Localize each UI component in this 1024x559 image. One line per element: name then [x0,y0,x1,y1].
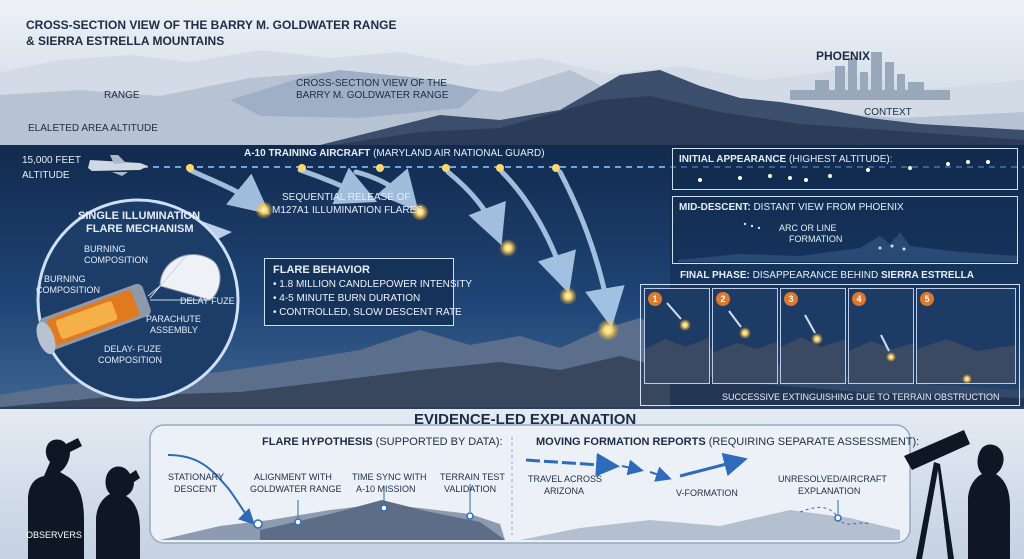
arc-formation-line2: FORMATION [789,234,843,244]
final-number-4: 4 [852,292,866,306]
hyp-item-4-line2: VALIDATION [444,484,497,494]
initial-rest: (HIGHEST ALTITUDE): [786,154,893,165]
final-number-3: 3 [784,292,798,306]
aircraft-label: A-10 TRAINING AIRCRAFT (MARYLAND AIR NAT… [244,148,545,159]
hyp-rest: (SUPPORTED BY DATA): [372,436,503,448]
mid-descent-panel: MID-DESCENT: DISTANT VIEW FROM PHOENIX A… [672,196,1018,264]
inner-title-line2: BARRY M. GOLDWATER RANGE [296,90,449,101]
final-bold: FINAL PHASE: [680,270,750,281]
mechanism-title-line1: SINGLE ILLUMINATION [78,210,201,222]
final-panel-2: 2 [712,288,778,384]
hyp-item-3-line2: A-10 MISSION [356,484,416,494]
aircraft-label-bold: A-10 TRAINING AIRCRAFT [244,148,371,159]
arc-formation-line1: ARC OR LINE [779,223,837,233]
mech-burning2-line2: COMPOSITION [36,285,101,295]
inner-title-line1: CROSS-SECTION VIEW OF THE [296,78,447,89]
final-panel-5: 5 [916,288,1016,384]
evidence-title: EVIDENCE-LED EXPLANATION [414,411,637,428]
final-number-2: 2 [716,292,730,306]
telescope-observer-silhouette [904,430,1010,559]
hyp-bold: FLARE HYPOTHESIS [262,436,373,448]
final-phase-label: FINAL PHASE: DISAPPEARANCE BEHIND SIERRA… [680,270,974,281]
mechanism-title-line2: FLARE MECHANISM [86,223,194,235]
hyp-item-3-line1: TIME SYNC WITH [352,472,427,482]
mid-bold: MID-DESCENT: [679,202,751,213]
final-rest: DISAPPEARANCE BEHIND [749,270,881,281]
travel-line2: ARIZONA [544,486,585,496]
mech-delay-comp-line1: DELAY- FUZE [104,344,162,354]
hypothesis-header: FLARE HYPOTHESIS (SUPPORTED BY DATA): [262,436,503,448]
main-title-line1: CROSS-SECTION VIEW OF THE BARRY M. GOLDW… [26,18,397,32]
extinguish-caption: SUCCESSIVE EXTINGUISHING DUE TO TERRAIN … [722,392,1000,402]
flare-behavior-title: FLARE BEHAVIOR [273,264,370,276]
hyp-item-1-line2: DESCENT [174,484,218,494]
phoenix-label: PHOENIX [816,49,871,63]
initial-appearance-panel: INITIAL APPEARANCE (HIGHEST ALTITUDE): [672,148,1018,190]
mech-burning1-line1: BURNING [84,244,126,254]
hyp-item-2-line1: ALIGNMENT WITH [254,472,332,482]
hyp-item-2-line2: GOLDWATER RANGE [250,484,342,494]
range-label: RANGE [104,90,140,101]
final-phase-frame [640,284,1020,406]
final-bold2: SIERRA ESTRELLA [880,270,974,281]
observers-label: OBSERVERS [26,530,82,540]
release-line1: SEQUENTIAL RELEASE OF [282,192,411,203]
a10-aircraft-icon [88,155,148,176]
context-label: CONTEXT [864,107,912,118]
parachute-illustration [147,254,221,301]
behavior-item-2: • 4-5 MINUTE BURN DURATION [273,293,421,304]
hyp-item-1-line1: STATIONARY [168,472,225,482]
final-number-5: 5 [920,292,934,306]
unresolved-line1: UNRESOLVED/AIRCRAFT [778,474,887,484]
mid-rest: DISTANT VIEW FROM PHOENIX [750,202,904,213]
final-panel-3: 3 [780,288,846,384]
flare-canister-illustration [36,283,151,355]
mech-parachute-line1: PARACHUTE [146,314,201,324]
travel-line1: TRAVEL ACROSS [528,474,603,484]
elevated-altitude-label: ELALETED AREA ALTITUDE [28,123,158,134]
initial-bold: INITIAL APPEARANCE [679,154,787,165]
mech-parachute-line2: ASSEMBLY [150,325,198,335]
moving-bold: MOVING FORMATION REPORTS [536,436,706,448]
main-title-line2: & SIERRA ESTRELLA MOUNTAINS [26,34,225,48]
mech-delay-fuze: DELAY FUZE [180,296,235,306]
initial-appearance-label: INITIAL APPEARANCE (HIGHEST ALTITUDE): [679,154,893,165]
altitude-line1: 15,000 FEET [22,155,81,166]
mid-descent-label: MID-DESCENT: DISTANT VIEW FROM PHOENIX [679,202,904,213]
release-line2: M127A1 ILLUMINATION FLARES [272,205,423,216]
mech-burning1-line2: COMPOSITION [84,255,149,265]
v-formation-label: V-FORMATION [676,488,738,498]
flare-behavior-box: FLARE BEHAVIOR • 1.8 MILLION CANDLEPOWER… [264,258,472,326]
behavior-item-1: • 1.8 MILLION CANDLEPOWER INTENSITY [273,279,473,290]
altitude-line2: ALTITUDE [22,170,70,181]
mech-delay-comp-line2: COMPOSITION [98,355,163,365]
final-panel-4: 4 [848,288,914,384]
aircraft-label-rest: (MARYLAND AIR NATIONAL GUARD) [370,148,545,159]
moving-header: MOVING FORMATION REPORTS (REQUIRING SEPA… [536,436,919,448]
final-number-1: 1 [648,292,662,306]
mech-burning2-line1: BURNING [44,274,86,284]
moving-rest: (REQUIRING SEPARATE ASSESSMENT): [705,436,920,448]
final-panel-1: 1 [644,288,710,384]
hyp-item-4-line1: TERRAIN TEST [440,472,505,482]
unresolved-line2: EXPLANATION [798,486,861,496]
behavior-item-3: • CONTROLLED, SLOW DESCENT RATE [273,307,462,318]
observer-silhouettes [28,438,140,559]
